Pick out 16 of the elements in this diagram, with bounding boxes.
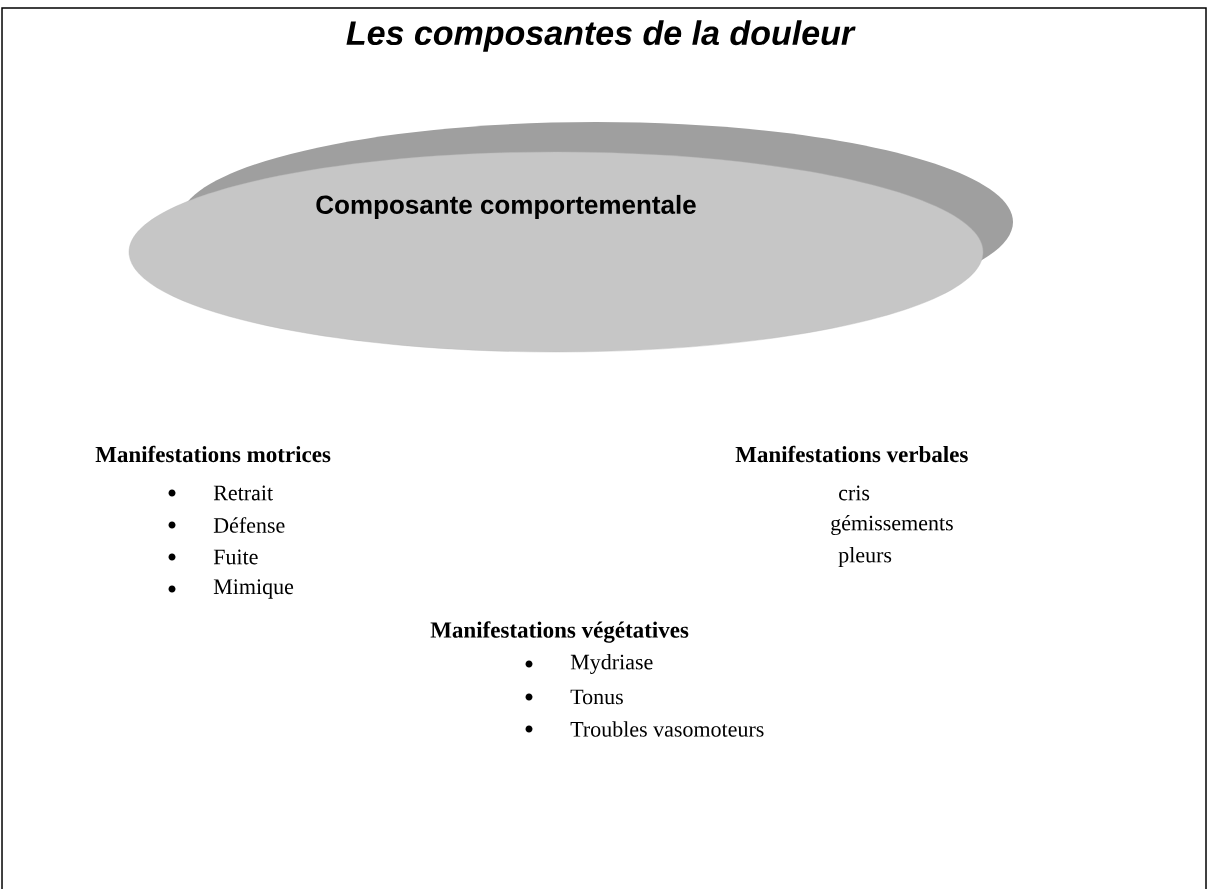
list-item: Défense (168, 517, 285, 533)
disk (128, 122, 1013, 353)
list-item: Tonus (525, 689, 623, 705)
list-item: Troubles vasomoteurs (525, 721, 764, 737)
list-item: cris (839, 485, 870, 501)
heading: Manifestations motrices (95, 445, 331, 463)
list-item: Mimique (168, 579, 294, 599)
title: Les composantes de la douleur (346, 20, 856, 52)
list-item: pleurs (838, 547, 892, 567)
list-item: gémissements (831, 514, 953, 535)
disk-label: Composante comportementale (316, 194, 696, 220)
heading: Manifestations verbales (735, 445, 968, 463)
list-item: Mydriase (525, 654, 653, 674)
heading: Manifestations végétatives (430, 621, 689, 643)
list-item: Retrait (168, 485, 273, 501)
list-item: Fuite (168, 549, 258, 565)
